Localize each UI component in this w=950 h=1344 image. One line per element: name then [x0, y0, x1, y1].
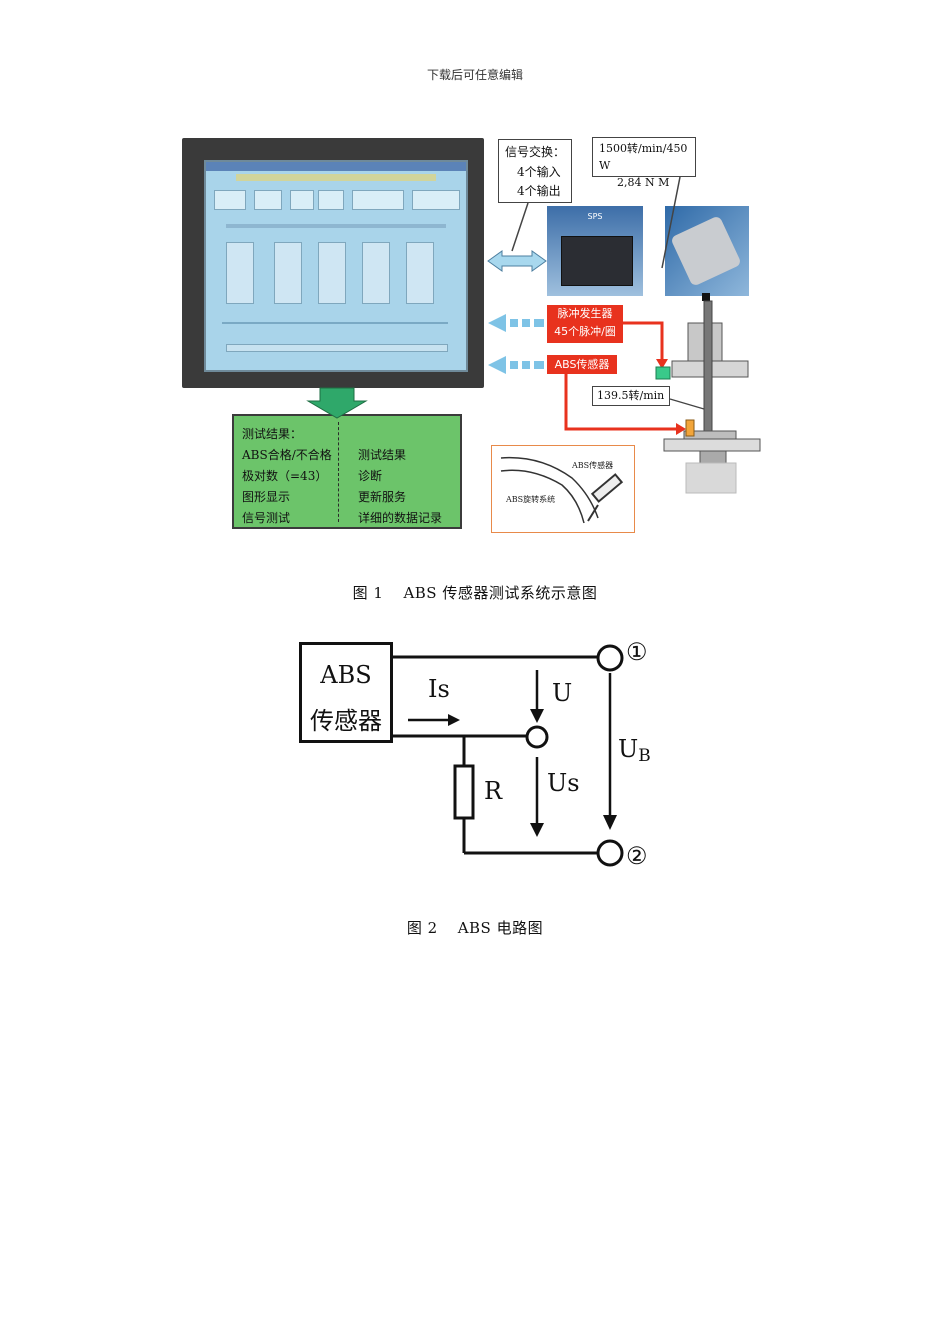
callout-inputs: 4个输入 — [517, 165, 561, 179]
terminal-1 — [596, 644, 624, 672]
pulse-signal-path — [623, 321, 664, 361]
circuit-wiring — [393, 644, 624, 867]
resistor-r — [453, 764, 475, 820]
sps-label: SPS — [587, 212, 603, 221]
motor-speed-power: 1500转/min/450 W — [599, 142, 688, 172]
double-arrow-sps — [487, 250, 547, 272]
sps-controller: SPS — [547, 206, 643, 296]
inset-sensor-label: ABS传感器 — [572, 461, 614, 470]
plc-unit — [561, 236, 633, 286]
result-pass-fail: ABS合格/不合格 — [242, 448, 332, 462]
figure-1-number: 图 1 — [352, 584, 384, 602]
abs-block-subtitle: 传感器 — [310, 707, 382, 735]
figure-1-title: ABS 传感器测试系统示意图 — [403, 584, 598, 602]
ub-arrowhead — [603, 815, 617, 830]
abs-block-title: ABS — [320, 661, 372, 689]
inset-tone-wheel — [500, 456, 599, 524]
result-signal: 信号测试 — [242, 511, 291, 525]
base-plate — [663, 438, 761, 452]
callout-outputs: 4个输出 — [517, 184, 561, 198]
motor-callout-pointer — [661, 176, 681, 269]
pulse-generator-label: 脉冲发生器 — [557, 307, 613, 320]
figure-2-abs-circuit: ABS 传感器 Is U UB R Us ① ② — [296, 633, 656, 873]
screen-status-row — [226, 344, 448, 352]
drive-shaft — [703, 300, 713, 438]
speed-callout-pointer — [669, 398, 705, 410]
terminal-middle — [525, 725, 549, 749]
label-terminal-2: ② — [626, 842, 648, 870]
servo-motor — [665, 206, 749, 296]
signal-callout-pointer — [511, 202, 529, 252]
results-left-column: 测试结果： ABS合格/不合格 极对数（=43） 图形显示 信号测试 — [242, 424, 332, 529]
pulse-rate-label: 45个脉冲/圈 — [554, 325, 616, 338]
signal-exchange-callout: 信号交换： 4个输入 4个输出 — [498, 139, 572, 203]
base-pedestal — [685, 462, 737, 494]
figure-1-abs-test-system: 信号交换： 4个输入 4个输出 1500转/min/450 W 2,84 N M… — [180, 133, 770, 538]
figure-2-title: ABS 电路图 — [457, 919, 544, 937]
inset-system-label: ABS旋转系统 — [506, 495, 556, 504]
figure-1-caption: 图 1 ABS 传感器测试系统示意图 — [0, 582, 950, 603]
label-ub-main: U — [618, 735, 639, 763]
us-arrowhead — [530, 823, 544, 837]
motor-coupling — [702, 293, 710, 301]
speed-callout: 139.5转/min — [592, 386, 670, 406]
monitor-down-arrow — [306, 387, 368, 419]
abs-sensor-box: ABS传感器 — [547, 355, 617, 374]
test-results-panel: 测试结果： ABS合格/不合格 极对数（=43） 图形显示 信号测试 测试结果 … — [232, 414, 462, 529]
pulse-feedback-arrow — [488, 314, 544, 332]
screen-title-bar — [206, 162, 466, 171]
result-log: 详细的数据记录 — [358, 511, 443, 525]
u-arrowhead — [530, 709, 544, 723]
label-r: R — [484, 777, 503, 805]
result-test: 测试结果 — [358, 448, 407, 462]
motor-spec-callout: 1500转/min/450 W 2,84 N M — [592, 137, 696, 189]
pulse-generator-box: 脉冲发生器 45个脉冲/圈 — [547, 305, 623, 343]
abs-sensor-block: ABS 传感器 — [299, 642, 393, 743]
encoder-marker — [655, 366, 671, 380]
header-note: 下载后可任意编辑 — [426, 68, 523, 82]
label-ub: UB — [618, 735, 651, 766]
label-us: Us — [547, 769, 580, 797]
figure-2-number: 图 2 — [406, 919, 438, 937]
monitor-screen — [204, 160, 468, 372]
results-right-column: 测试结果 诊断 更新服务 详细的数据记录 — [358, 445, 442, 529]
speed-label: 139.5转/min — [597, 389, 665, 402]
base-foot — [699, 450, 727, 464]
is-arrowhead — [448, 714, 460, 726]
sensor-signal-path — [564, 374, 678, 431]
monitor — [182, 138, 484, 388]
callout-title: 信号交换： — [505, 145, 566, 159]
label-is: Is — [428, 675, 450, 703]
result-graph: 图形显示 — [242, 490, 291, 504]
result-pole-count: 极对数（=43） — [242, 469, 328, 483]
result-diagnosis: 诊断 — [358, 469, 383, 483]
results-divider — [338, 422, 339, 522]
label-terminal-1: ① — [626, 638, 648, 666]
result-update: 更新服务 — [358, 490, 407, 504]
inset-sensor-probe — [587, 473, 624, 522]
pulse-arrowhead — [656, 359, 668, 369]
abs-sensor-label: ABS传感器 — [554, 358, 610, 371]
figure-2-caption: 图 2 ABS 电路图 — [0, 917, 950, 938]
motor-torque: 2,84 N M — [617, 176, 670, 189]
sensor-feedback-arrow — [488, 356, 544, 374]
terminal-2 — [596, 839, 624, 867]
label-ub-sub: B — [638, 746, 651, 766]
screen-tab-strip — [226, 224, 446, 228]
screen-separator — [222, 322, 448, 324]
abs-sensor-marker — [685, 419, 695, 437]
screen-app-title — [236, 174, 436, 181]
label-u: U — [552, 679, 573, 707]
figure-1-connectors — [306, 176, 761, 524]
sensor-arrowhead — [676, 423, 686, 435]
results-title: 测试结果： — [242, 427, 303, 441]
